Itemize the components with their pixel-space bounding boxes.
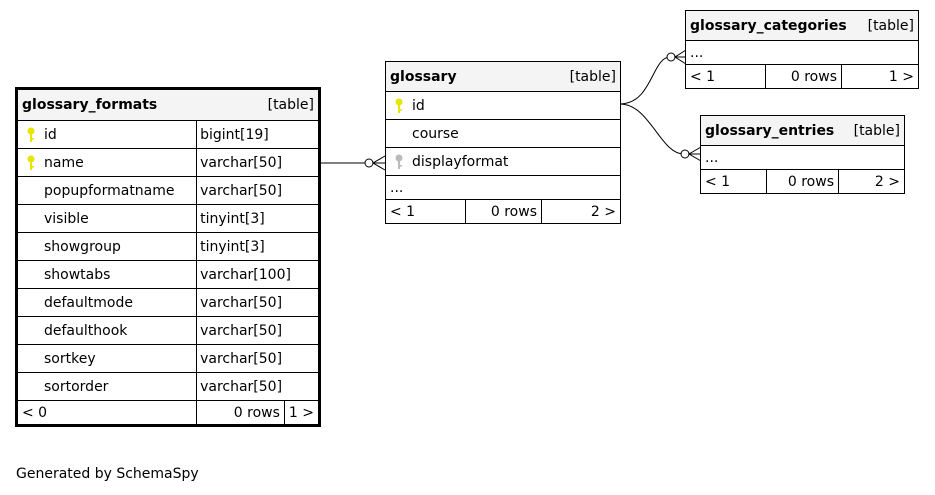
column-name-text: displayformat: [412, 153, 509, 170]
column-type: varchar[50]: [196, 288, 319, 317]
column-row[interactable]: id bigint[19]: [16, 120, 319, 149]
column-type: varchar[100]: [196, 260, 319, 289]
column-type: varchar[50]: [196, 372, 319, 401]
column-name-text: showgroup: [44, 238, 121, 255]
table-name: glossary: [390, 68, 457, 85]
table-header: glossary_entries [table]: [700, 115, 905, 146]
row-count: 0 rows: [196, 400, 285, 425]
table-kind: [table]: [569, 68, 616, 85]
table-glossary-entries[interactable]: glossary_entries [table] ... < 1 0 rows …: [700, 115, 905, 194]
column-name: sortkey: [16, 344, 198, 373]
column-name-text: defaultmode: [44, 294, 133, 311]
column-type: varchar[50]: [196, 316, 319, 345]
children-count[interactable]: 1 >: [841, 64, 919, 89]
column-name-text: popupformatname: [44, 182, 175, 199]
table-header: glossary [table]: [385, 61, 621, 92]
more-columns: ...: [385, 175, 621, 200]
table-name: glossary_entries: [705, 122, 835, 139]
children-count[interactable]: 2 >: [541, 199, 621, 224]
column-row[interactable]: showgroup tinyint[3]: [16, 232, 319, 261]
table-glossary-categories[interactable]: glossary_categories [table] ... < 1 0 ro…: [685, 10, 919, 89]
column-name: popupformatname: [16, 176, 198, 205]
parents-count[interactable]: < 0: [16, 400, 198, 425]
column-name: showgroup: [16, 232, 198, 261]
column-row[interactable]: popupformatname varchar[50]: [16, 176, 319, 205]
parents-count[interactable]: < 1: [685, 64, 766, 89]
edge-optional-marker: [666, 52, 676, 62]
column-name: sortorder: [16, 372, 198, 401]
column-type: varchar[50]: [196, 148, 319, 177]
column-name-text: id: [412, 97, 425, 114]
edge-optional-marker: [680, 149, 690, 159]
column-name: defaultmode: [16, 288, 198, 317]
edge-crowsfoot: [372, 155, 386, 171]
column-type: tinyint[3]: [196, 232, 319, 261]
column-row[interactable]: displayformat: [385, 147, 621, 176]
edge-glossary-to-entries: [619, 103, 685, 155]
row-count: 0 rows: [766, 169, 839, 194]
column-name-text: name: [44, 154, 84, 171]
table-kind: [table]: [867, 17, 914, 34]
column-name-text: course: [412, 125, 459, 142]
parents-count[interactable]: < 1: [700, 169, 767, 194]
edge-crowsfoot: [688, 146, 702, 162]
column-row[interactable]: showtabs varchar[100]: [16, 260, 319, 289]
column-row[interactable]: visible tinyint[3]: [16, 204, 319, 233]
more-columns: ...: [685, 40, 919, 65]
column-name: id: [385, 91, 621, 120]
column-type: varchar[50]: [196, 344, 319, 373]
children-count[interactable]: 1 >: [283, 400, 320, 425]
column-name-text: id: [44, 126, 57, 143]
column-name: name: [16, 148, 198, 177]
table-glossary[interactable]: glossary [table] id course displayformat .…: [385, 61, 621, 224]
edge-crowsfoot: [674, 49, 687, 65]
parents-count[interactable]: < 1: [385, 199, 466, 224]
column-type: tinyint[3]: [196, 204, 319, 233]
table-kind: [table]: [267, 97, 314, 113]
row-count: 0 rows: [465, 199, 542, 224]
table-header: glossary_categories [table]: [685, 10, 919, 41]
column-name: defaulthook: [16, 316, 198, 345]
generated-by-footer: Generated by SchemaSpy: [16, 466, 199, 482]
column-name: showtabs: [16, 260, 198, 289]
column-name-text: sortorder: [44, 378, 109, 395]
column-row[interactable]: sortkey varchar[50]: [16, 344, 319, 373]
table-header: glossary_formats [table]: [17, 89, 319, 121]
column-name-text: showtabs: [44, 266, 111, 283]
column-row[interactable]: sortorder varchar[50]: [16, 372, 319, 401]
table-kind: [table]: [853, 122, 900, 139]
column-row[interactable]: id: [385, 91, 621, 120]
column-name: displayformat: [385, 147, 621, 176]
column-name: course: [385, 119, 621, 148]
edge-optional-marker: [364, 158, 374, 168]
column-type: bigint[19]: [196, 120, 319, 149]
table-name: glossary_categories: [690, 17, 847, 34]
children-count[interactable]: 2 >: [838, 169, 905, 194]
column-name-text: sortkey: [44, 350, 96, 367]
row-count: 0 rows: [765, 64, 842, 89]
table-name: glossary_formats: [22, 97, 158, 113]
column-row[interactable]: defaulthook varchar[50]: [16, 316, 319, 345]
column-type: varchar[50]: [196, 176, 319, 205]
column-row[interactable]: course: [385, 119, 621, 148]
more-columns: ...: [700, 145, 905, 170]
edge-glossary-to-categories: [619, 56, 671, 105]
column-name-text: defaulthook: [44, 322, 128, 339]
column-row[interactable]: name varchar[50]: [16, 148, 319, 177]
column-name: visible: [16, 204, 198, 233]
column-name: id: [16, 120, 198, 149]
column-row[interactable]: defaultmode varchar[50]: [16, 288, 319, 317]
column-name-text: visible: [44, 210, 89, 227]
